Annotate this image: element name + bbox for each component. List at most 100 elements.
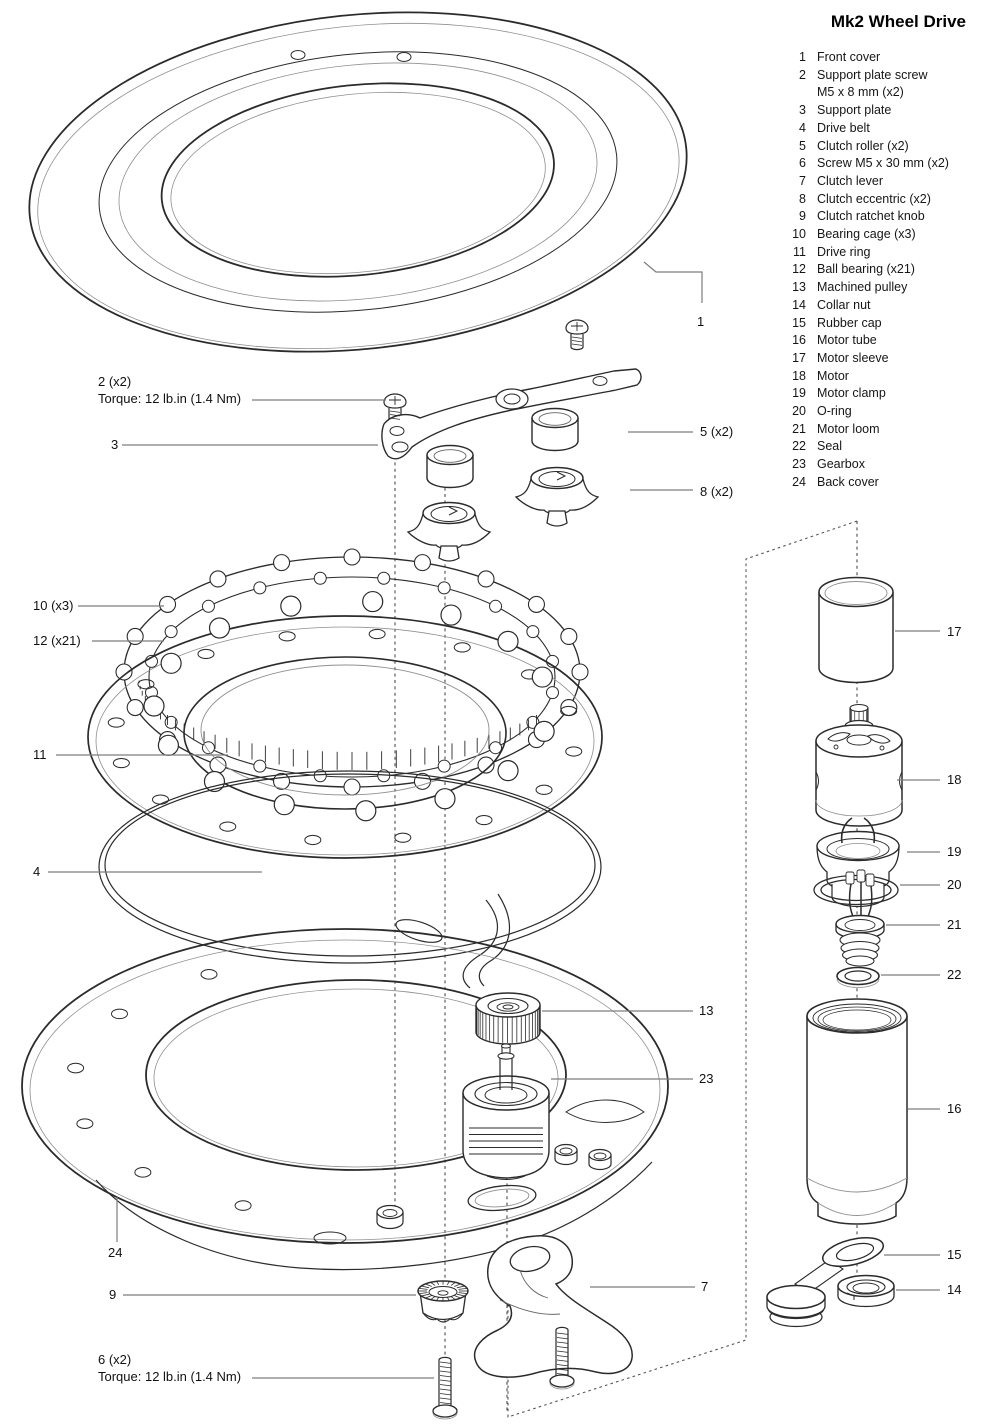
gearbox-drawing xyxy=(462,1043,550,1180)
drive-belt-drawing xyxy=(98,770,602,989)
parts-list-item: 18 Motor xyxy=(780,368,996,386)
clutch-rollers-drawing xyxy=(426,407,579,489)
part-number: 3 xyxy=(799,103,806,118)
part-name: Clutch eccentric (x2) xyxy=(817,191,931,206)
parts-list-item: 5 Clutch roller (x2) xyxy=(780,138,996,156)
callout-6-block: 6 (x2) Torque: 12 lb.in (1.4 Nm) xyxy=(98,1351,241,1385)
seal-drawing xyxy=(836,966,880,988)
drive-ring-drawing xyxy=(87,615,603,859)
part-name: Screw M5 x 30 mm (x2) xyxy=(817,156,949,171)
motor-sleeve-drawing xyxy=(818,576,894,684)
callout-17: 17 xyxy=(947,624,962,639)
part-number: 22 xyxy=(792,439,806,454)
front-cover-drawing xyxy=(28,11,688,353)
part-name: Clutch lever xyxy=(817,173,883,188)
part-name: Front cover xyxy=(817,50,881,64)
collar-nut-drawing xyxy=(837,1274,895,1308)
callout-7: 7 xyxy=(701,1279,709,1294)
bearing-cage-drawing xyxy=(115,548,589,796)
part-number: 15 xyxy=(792,315,806,330)
part-name: Machined pulley xyxy=(817,280,908,295)
part-number: 11 xyxy=(793,244,806,259)
part-number: 6 xyxy=(799,156,806,171)
part-name: Back cover xyxy=(817,474,879,489)
callout-20: 20 xyxy=(947,877,962,892)
callout-13: 13 xyxy=(699,1003,714,1018)
parts-list-item: 14 Collar nut xyxy=(780,297,996,315)
callout-23: 23 xyxy=(699,1071,714,1086)
clutch-eccentrics-drawing xyxy=(406,466,599,562)
callout-6-torque: Torque: 12 lb.in (1.4 Nm) xyxy=(98,1369,242,1384)
part-number: 12 xyxy=(792,262,806,277)
parts-list-item: 15 Rubber cap xyxy=(780,315,996,333)
parts-list-item: 12 Ball bearing (x21) xyxy=(780,261,996,279)
part-number: 17 xyxy=(792,350,806,365)
callout-6: 6 (x2) xyxy=(98,1352,132,1367)
clutch-lever-drawing xyxy=(473,1235,633,1378)
part-name: Collar nut xyxy=(817,297,871,312)
leader-lines xyxy=(48,261,940,1379)
part-name: Rubber cap xyxy=(817,315,882,330)
parts-list-item: 6 Screw M5 x 30 mm (x2) xyxy=(780,155,996,173)
callout-2: 2 (x2) xyxy=(98,374,132,389)
callout-11: 11 xyxy=(33,747,47,762)
parts-list-item: 1 Front cover xyxy=(780,49,996,67)
part-number: 1 xyxy=(799,50,806,64)
part-number: 2 xyxy=(799,67,806,82)
callout-10: 10 (x3) xyxy=(33,598,74,613)
part-number: 18 xyxy=(792,368,806,383)
part-name: Gearbox xyxy=(817,457,865,472)
part-name: Clutch roller (x2) xyxy=(817,138,909,153)
part-name: Drive belt xyxy=(817,120,870,135)
callout-2-torque: Torque: 12 lb.in (1.4 Nm) xyxy=(98,391,242,406)
part-name: Motor tube xyxy=(817,333,877,348)
part-number: 20 xyxy=(792,404,806,419)
callout-18: 18 xyxy=(947,772,962,787)
callout-1: 1 xyxy=(697,314,705,329)
ratchet-knob-drawing xyxy=(417,1280,469,1323)
callout-24: 24 xyxy=(108,1245,123,1260)
callout-21: 21 xyxy=(947,917,962,932)
callout-14: 14 xyxy=(947,1282,962,1297)
part-name: Ball bearing (x21) xyxy=(817,262,915,277)
part-number: 16 xyxy=(792,333,806,348)
callout-2-block: 2 (x2) Torque: 12 lb.in (1.4 Nm) xyxy=(98,373,241,407)
callout-4: 4 xyxy=(33,864,41,879)
part-name: Clutch ratchet knob xyxy=(817,209,925,224)
rubber-cap-drawing xyxy=(766,1236,884,1328)
screw-threads xyxy=(389,336,583,1405)
part-number: 13 xyxy=(792,280,806,295)
part-name: Motor sleeve xyxy=(817,350,889,365)
support-plate-drawing xyxy=(381,368,642,460)
part-name: Motor xyxy=(817,368,849,383)
part-number: 21 xyxy=(792,421,806,436)
parts-list-item: 13 Machined pulley xyxy=(780,279,996,297)
part-number: 14 xyxy=(792,297,806,312)
parts-list-item: 23 Gearbox xyxy=(780,456,996,474)
callout-12: 12 (x21) xyxy=(33,633,81,648)
parts-list-item: 8 Clutch eccentric (x2) xyxy=(780,191,996,209)
motor-loom-drawing xyxy=(835,869,885,967)
part-number: 5 xyxy=(799,138,806,153)
part-name: Motor clamp xyxy=(817,386,886,401)
ball-bearings-drawing xyxy=(143,590,555,822)
o-ring-drawing xyxy=(813,874,899,906)
part-number: 8 xyxy=(799,191,806,206)
diagram-title: Mk2 Wheel Drive xyxy=(830,12,966,31)
callout-8: 8 (x2) xyxy=(700,484,734,499)
part-name: Bearing cage (x3) xyxy=(817,227,916,242)
part-number: 23 xyxy=(792,457,806,472)
callout-3: 3 xyxy=(111,437,119,452)
